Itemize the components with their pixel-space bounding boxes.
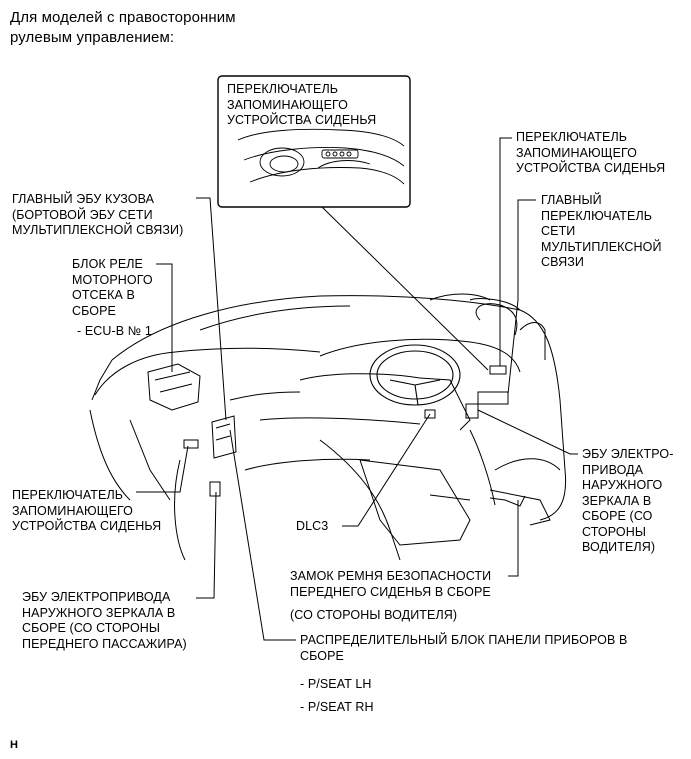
label-ecu-b: - ECU-B № 1 [77, 324, 152, 338]
label-inset-seat-memory-switch: ПЕРЕКЛЮЧАТЕЛЬ ЗАПОМИНАЮЩЕГО УСТРОЙСТВА С… [227, 82, 377, 127]
label-mirror-ecu-driver: ЭБУ ЭЛЕКТРО- ПРИВОДА НАРУЖНОГО ЗЕРКАЛА В… [582, 447, 674, 554]
leader-seat-memory-left [136, 445, 189, 493]
seat-memory-switch-left-drawing [183, 439, 199, 449]
figure-code: H [10, 739, 19, 751]
dlc3-drawing [424, 409, 436, 419]
label-pseat-lh: - P/SEAT LH [300, 677, 372, 691]
leader-mirror-passenger [196, 491, 217, 599]
leader-seat-memory-right [499, 137, 512, 366]
label-main-body-ecu: ГЛАВНЫЙ ЭБУ КУЗОВА (БОРТОВОЙ ЭБУ СЕТИ МУ… [12, 192, 184, 237]
leader-inset-to-switch [321, 206, 489, 371]
main-body-ecu-drawing [211, 415, 237, 459]
component-drawings [147, 363, 526, 507]
leader-multiplex-switch [507, 199, 536, 395]
seat-memory-switch-right-drawing [489, 365, 507, 375]
seat-belt-buckle-drawing [489, 495, 526, 507]
label-engine-relay-block: БЛОК РЕЛЕ МОТОРНОГО ОТСЕКА В СБОРЕ [72, 257, 153, 318]
header-line-2: рулевым управлением: [10, 29, 175, 46]
label-seat-belt-buckle: ЗАМОК РЕМНЯ БЕЗОПАСНОСТИ ПЕРЕДНЕГО СИДЕН… [290, 569, 492, 599]
mirror-ecu-passenger-drawing [209, 481, 221, 497]
label-main-multiplex-switch: ГЛАВНЫЙ ПЕРЕКЛЮЧАТЕЛЬ СЕТИ МУЛЬТИПЛЕКСНО… [541, 193, 662, 269]
leader-instrument-block [229, 429, 296, 641]
inset-door-panel-drawing [237, 128, 405, 185]
steering-wheel-drawing [369, 344, 461, 406]
leader-engine-relay [156, 263, 173, 372]
leader-dlc3 [342, 413, 431, 527]
leader-seat-belt [508, 500, 519, 577]
label-pseat-rh: - P/SEAT RH [300, 700, 374, 714]
label-dlc3: DLC3 [296, 519, 329, 533]
leader-main-body-ecu [196, 197, 227, 421]
label-mirror-ecu-passenger: ЭБУ ЭЛЕКТРОПРИВОДА НАРУЖНОГО ЗЕРКАЛА В С… [22, 590, 187, 651]
label-seat-memory-switch-right: ПЕРЕКЛЮЧАТЕЛЬ ЗАПОМИНАЮЩЕГО УСТРОЙСТВА С… [516, 130, 666, 175]
leader-mirror-driver [477, 409, 578, 455]
mirror-ecu-driver-drawing [465, 403, 479, 419]
leader-lines [136, 137, 578, 641]
label-seat-belt-buckle-side: (СО СТОРОНЫ ВОДИТЕЛЯ) [290, 608, 458, 622]
label-instrument-junction-block: РАСПРЕДЕЛИТЕЛЬНЫЙ БЛОК ПАНЕЛИ ПРИБОРОВ В… [300, 633, 628, 663]
engine-relay-block-drawing [147, 363, 201, 411]
header-line-1: Для моделей с правосторонним [10, 9, 236, 26]
main-multiplex-switch-drawing [477, 391, 509, 405]
inset-frame [217, 75, 411, 208]
label-seat-memory-switch-left: ПЕРЕКЛЮЧАТЕЛЬ ЗАПОМИНАЮЩЕГО УСТРОЙСТВА С… [12, 488, 162, 533]
